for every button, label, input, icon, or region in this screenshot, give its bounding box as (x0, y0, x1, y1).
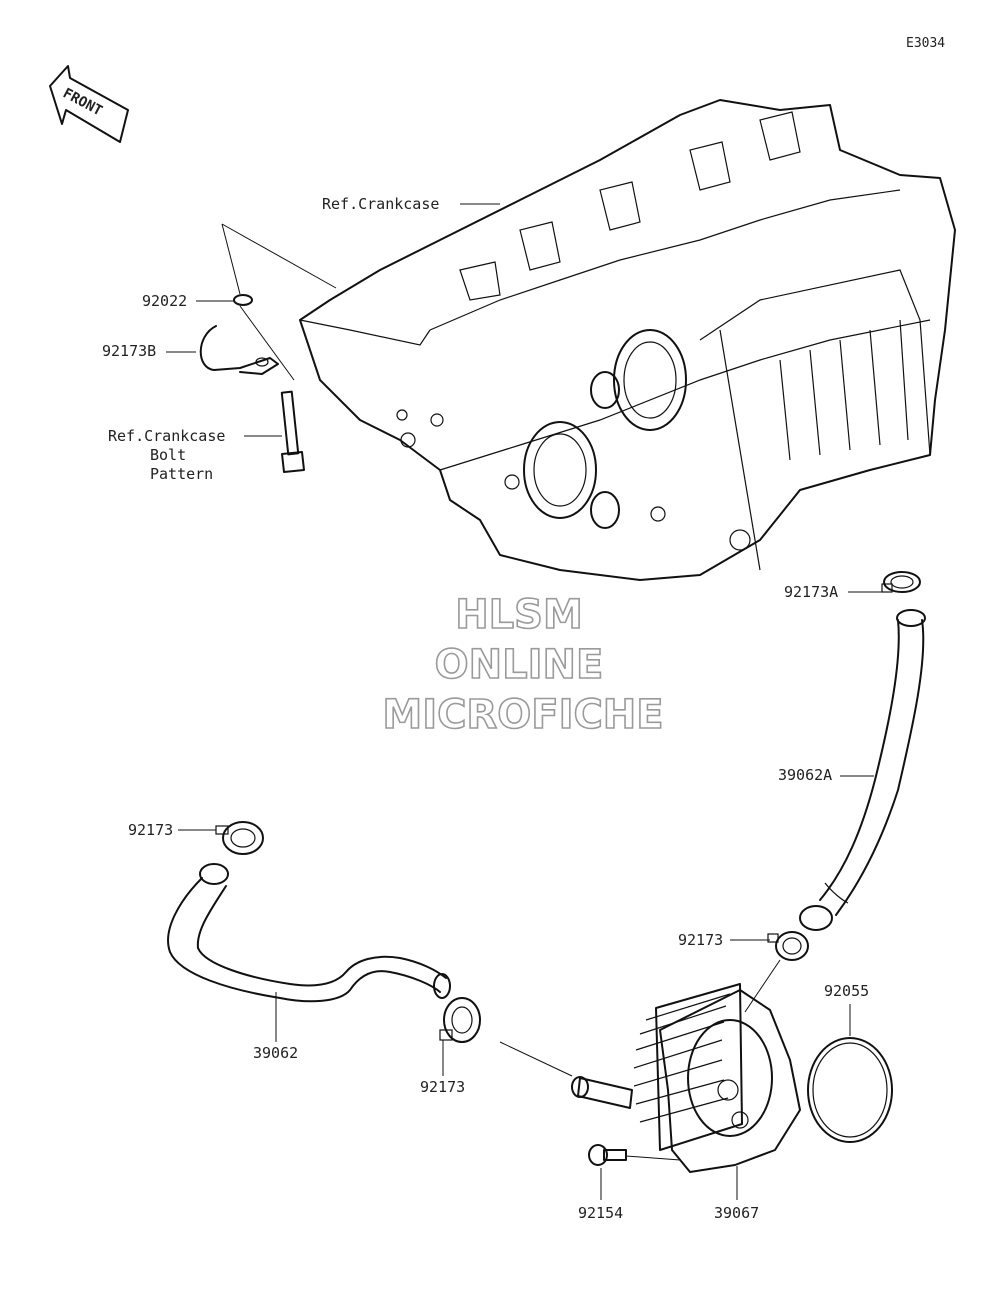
washer-icon (233, 294, 253, 306)
hose-39062A (799, 609, 926, 931)
clamp-92173B-icon (199, 325, 279, 375)
bolt-92154-icon (588, 1144, 627, 1166)
callout-92173A: 92173A (784, 583, 838, 601)
watermark-line-2: ONLINE (435, 642, 604, 688)
clamp-92173-left-icon (215, 821, 264, 855)
callout-92173-left: 92173 (128, 821, 173, 839)
front-arrow-icon: FRONT (49, 65, 129, 143)
callout-39067: 39067 (714, 1204, 759, 1222)
callout-92173B: 92173B (102, 342, 156, 360)
clamp-92173A-icon (881, 571, 921, 593)
watermark-line-3: MICROFICHE (382, 692, 663, 738)
watermark-line-1: HLSM (455, 592, 583, 638)
clamp-92173-mid-icon (767, 931, 809, 961)
crankcase-bolt-icon (239, 305, 305, 473)
callout-92173-mid: 92173 (678, 931, 723, 949)
oil-cooler-39067 (571, 983, 801, 1173)
crankcase-drawing (299, 99, 956, 581)
callout-92055: 92055 (824, 982, 869, 1000)
diagram-code: E3034 (906, 36, 945, 51)
front-arrow-label: FRONT (60, 85, 105, 119)
o-ring-92055 (807, 1037, 893, 1143)
svg-text:Bolt: Bolt (150, 446, 186, 464)
svg-text:Ref.Crankcase: Ref.Crankcase (108, 427, 225, 445)
callout-39062A: 39062A (778, 766, 832, 784)
callout-92173-low: 92173 (420, 1078, 465, 1096)
callout-ref-crankcase: Ref.Crankcase (322, 195, 439, 213)
clamp-92173-low-icon (439, 997, 481, 1043)
hose-39062 (167, 863, 451, 1003)
callout-ref-bolt-pattern: Ref.Crankcase Bolt Pattern (108, 427, 225, 483)
callout-92022: 92022 (142, 292, 187, 310)
callout-39062: 39062 (253, 1044, 298, 1062)
svg-text:Pattern: Pattern (150, 465, 213, 483)
callout-92154: 92154 (578, 1204, 623, 1222)
